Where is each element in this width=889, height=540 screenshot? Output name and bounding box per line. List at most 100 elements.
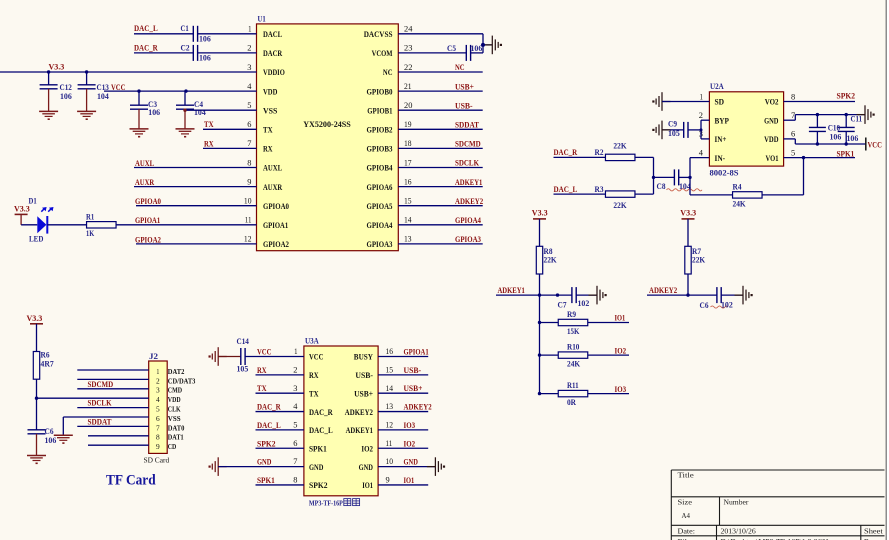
svg-text:DAT1: DAT1 [168, 433, 184, 442]
svg-text:USB-: USB- [355, 371, 373, 380]
svg-text:C12: C12 [60, 83, 72, 92]
svg-text:C3: C3 [148, 100, 157, 109]
svg-text:DAC_R: DAC_R [257, 403, 281, 412]
svg-text:AUXR: AUXR [263, 183, 282, 192]
svg-text:16: 16 [404, 177, 412, 186]
svg-text:DACL: DACL [263, 30, 283, 39]
svg-text:VSS: VSS [263, 106, 278, 115]
svg-text:IO2: IO2 [615, 346, 627, 355]
svg-text:VO2: VO2 [765, 98, 779, 107]
svg-text:GPIOB1: GPIOB1 [367, 106, 392, 115]
svg-text:SDCMD: SDCMD [455, 140, 481, 149]
svg-text:R10: R10 [567, 343, 579, 352]
svg-text:V3.3: V3.3 [49, 63, 65, 72]
svg-text:5: 5 [293, 421, 297, 430]
svg-text:8: 8 [247, 158, 251, 167]
svg-text:D:\Desktop\MP3-TF-16P\1.3.SCH: D:\Desktop\MP3-TF-16P\1.3.SCH [721, 537, 829, 540]
svg-text:2013/10/26: 2013/10/26 [721, 526, 756, 535]
svg-text:2: 2 [699, 111, 703, 120]
svg-text:IO1: IO1 [404, 476, 415, 485]
svg-text:R4: R4 [733, 182, 742, 191]
svg-text:23: 23 [404, 44, 412, 53]
svg-text:DAC_R: DAC_R [309, 408, 333, 417]
svg-text:SDCLK: SDCLK [88, 399, 113, 408]
svg-text:6: 6 [791, 130, 795, 139]
svg-text:SPK1: SPK1 [837, 149, 855, 158]
svg-text:R7: R7 [692, 247, 701, 256]
svg-text:VCC: VCC [868, 140, 882, 149]
svg-text:DAC_L: DAC_L [309, 426, 333, 435]
svg-text:Size: Size [678, 498, 693, 507]
svg-text:TF Card: TF Card [106, 473, 156, 489]
svg-text:Number: Number [724, 498, 749, 507]
svg-text:1: 1 [294, 347, 297, 356]
svg-text:22K: 22K [544, 256, 558, 265]
svg-text:AUXR: AUXR [135, 178, 154, 187]
svg-text:SPK1: SPK1 [309, 444, 327, 453]
svg-text:3: 3 [247, 63, 251, 72]
svg-text:YX5200-24SS: YX5200-24SS [303, 120, 351, 129]
svg-text:GPIOB4: GPIOB4 [367, 164, 393, 173]
svg-text:DACVSS: DACVSS [364, 30, 393, 39]
svg-text:USB+: USB+ [404, 384, 423, 393]
svg-text:LED: LED [29, 235, 43, 244]
svg-text:9: 9 [156, 442, 160, 451]
svg-text:104: 104 [679, 182, 691, 191]
svg-text:SDCLK: SDCLK [455, 159, 480, 168]
svg-text:GND: GND [309, 463, 323, 472]
svg-text:11: 11 [245, 216, 252, 225]
svg-text:9: 9 [247, 177, 251, 186]
svg-text:IN-: IN- [715, 154, 726, 163]
svg-text:GPIOA4: GPIOA4 [455, 216, 481, 225]
svg-text:CMD: CMD [168, 386, 182, 395]
svg-text:SPK2: SPK2 [309, 481, 328, 490]
svg-text:CD/DAT3: CD/DAT3 [168, 376, 196, 385]
svg-text:DAC_L: DAC_L [257, 421, 281, 430]
svg-text:GPIOA2: GPIOA2 [135, 235, 161, 244]
svg-text:DAC_L: DAC_L [134, 24, 158, 33]
svg-text:GPIOA4: GPIOA4 [367, 221, 393, 230]
svg-text:106: 106 [199, 35, 211, 44]
svg-text:2: 2 [247, 44, 251, 53]
svg-text:24K: 24K [733, 199, 747, 208]
svg-text:SD: SD [715, 98, 725, 107]
svg-text:106: 106 [199, 54, 211, 63]
svg-text:GPIOA2: GPIOA2 [263, 240, 289, 249]
svg-text:GPIOA5: GPIOA5 [367, 202, 393, 211]
svg-text:ADKEY1: ADKEY1 [346, 426, 373, 435]
svg-text:C6: C6 [45, 427, 54, 436]
svg-text:4: 4 [293, 402, 297, 411]
svg-text:DACR: DACR [263, 49, 282, 58]
svg-text:GND: GND [257, 458, 271, 467]
svg-text:4: 4 [699, 148, 703, 157]
svg-text:7: 7 [156, 423, 160, 432]
svg-text:SPK1: SPK1 [257, 476, 275, 485]
svg-text:A4: A4 [682, 511, 691, 520]
svg-text:DAC_R: DAC_R [134, 43, 158, 52]
svg-text:V3.3: V3.3 [27, 314, 43, 323]
svg-text:C7: C7 [558, 301, 567, 310]
svg-text:VDDIO: VDDIO [263, 68, 285, 77]
svg-text:NC: NC [455, 63, 465, 72]
svg-text:GPIOA1: GPIOA1 [404, 348, 429, 357]
svg-text:GPIOA1: GPIOA1 [135, 216, 160, 225]
svg-text:4R7: 4R7 [41, 359, 54, 368]
svg-text:11: 11 [386, 439, 393, 448]
svg-text:TX: TX [263, 126, 273, 135]
svg-text:15K: 15K [567, 327, 580, 336]
svg-text:12: 12 [386, 421, 394, 430]
svg-text:104: 104 [194, 108, 206, 117]
svg-text:GPIOA0: GPIOA0 [263, 202, 289, 211]
svg-text:DAT0: DAT0 [168, 423, 185, 432]
svg-text:Sheet: Sheet [864, 526, 884, 535]
svg-text:SDCMD: SDCMD [88, 380, 114, 389]
svg-text:106: 106 [148, 108, 160, 117]
svg-text:C13: C13 [97, 83, 109, 92]
svg-text:IO1: IO1 [362, 481, 373, 490]
svg-text:RX: RX [263, 145, 273, 154]
svg-text:IO3: IO3 [615, 385, 627, 394]
svg-text:5: 5 [156, 405, 160, 414]
svg-text:VCC: VCC [111, 83, 125, 92]
svg-text:DAC_R: DAC_R [554, 148, 578, 157]
svg-text:R3: R3 [595, 185, 604, 194]
